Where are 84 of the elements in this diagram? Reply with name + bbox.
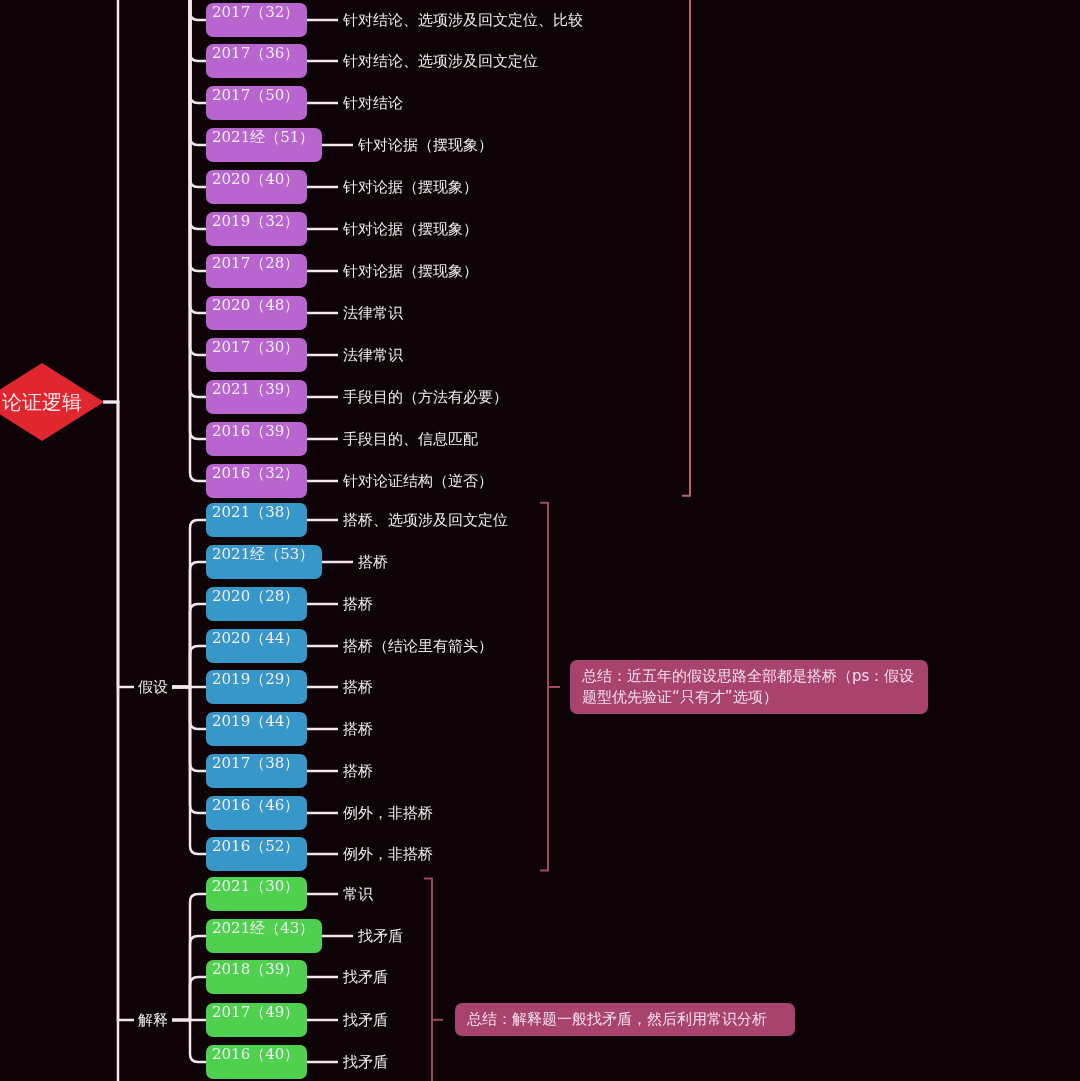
note-text: 搭桥 [343,719,373,740]
year-tag: 2016（52） [206,836,308,871]
note-text: 搭桥 [358,551,388,572]
connector-line [307,975,338,979]
year-tag: 2021（30） [206,877,308,912]
connector-line [307,437,338,441]
year-tag: 2020（48） [206,296,308,331]
year-tag: 2016（32） [206,464,308,499]
connector-line [307,311,338,315]
note-text: 搭桥 [343,677,373,698]
year-tag: 2021（39） [206,379,308,414]
year-tag: 2021经（43） [206,919,323,954]
note-text: 针对结论 [343,93,403,114]
note-text: 搭桥（结论里有箭头） [343,635,493,656]
note-text: 找矛盾 [343,1051,388,1072]
connector-line [307,59,338,63]
year-tag: 2021经（51） [206,127,323,162]
note-text: 针对论据（摆现象） [358,134,493,155]
note-text: 搭桥 [343,593,373,614]
note-text: 例外，非搭桥 [343,843,433,864]
note-text: 找矛盾 [343,967,388,988]
year-tag: 2016（46） [206,795,308,830]
connector-line [307,353,338,357]
year-tag: 2017（38） [206,754,308,789]
connector-line [307,18,338,22]
connector-line [307,395,338,399]
year-tag: 2017（36） [206,44,308,79]
branch-label: 假设 [138,677,168,698]
note-text: 针对论据（摆现象） [343,261,478,282]
note-text: 法律常识 [343,303,403,324]
year-tag: 2017（28） [206,254,308,289]
connector-line [307,1018,338,1022]
connector-line [307,852,338,856]
note-text: 找矛盾 [343,1009,388,1030]
connector-line [307,727,338,731]
note-text: 针对论证结构（逆否） [343,471,493,492]
year-tag: 2017（50） [206,86,308,121]
year-tag: 2020（44） [206,628,308,663]
note-text: 针对论据（摆现象） [343,176,478,197]
connector-line [307,1060,338,1064]
year-tag: 2021（38） [206,503,308,538]
connector-line [307,811,338,815]
summary-box: 总结：解释题一般找矛盾，然后利用常识分析 [455,1003,795,1037]
connector-line [307,892,338,896]
summary-box: 总结：近五年的假设思路全部都是搭桥（ps：假设题型优先验证“只有才”选项） [570,660,928,715]
year-tag: 2017（49） [206,1002,308,1037]
connector-line [322,560,353,564]
note-text: 针对结论、选项涉及回文定位 [343,51,538,72]
note-text: 手段目的、信息匹配 [343,428,478,449]
connector-line [307,685,338,689]
connector-line [307,227,338,231]
year-tag: 2017（30） [206,337,308,372]
year-tag: 2019（32） [206,211,308,246]
connector-line [307,644,338,648]
note-text: 搭桥、选项涉及回文定位 [343,510,508,531]
connector-line [322,143,353,147]
year-tag: 2019（44） [206,712,308,747]
connector-line [307,769,338,773]
year-tag: 2018（39） [206,960,308,995]
note-text: 找矛盾 [358,926,403,947]
note-text: 搭桥 [343,761,373,782]
connector-line [307,479,338,483]
year-tag: 2021经（53） [206,544,323,579]
connector-line [322,934,353,938]
connector-line [307,269,338,273]
note-text: 手段目的（方法有必要） [343,386,508,407]
connector-line [307,101,338,105]
connector-line [307,602,338,606]
year-tag: 2020（28） [206,586,308,621]
note-text: 法律常识 [343,344,403,365]
connector-line [307,518,338,522]
note-text: 常识 [343,884,373,905]
connector-line [103,400,120,1081]
note-text: 针对论据（摆现象） [343,218,478,239]
branch-label: 解释 [138,1009,168,1030]
decision-diamond: 论证逻辑 [0,362,104,441]
note-text: 针对结论、选项涉及回文定位、比较 [343,10,583,30]
note-text: 例外，非搭桥 [343,802,433,823]
year-tag: 2016（39） [206,421,308,456]
connector-line [307,185,338,189]
year-tag: 2019（29） [206,670,308,705]
year-tag: 2017（32） [206,3,308,37]
year-tag: 2020（40） [206,169,308,204]
year-tag: 2016（40） [206,1044,308,1079]
